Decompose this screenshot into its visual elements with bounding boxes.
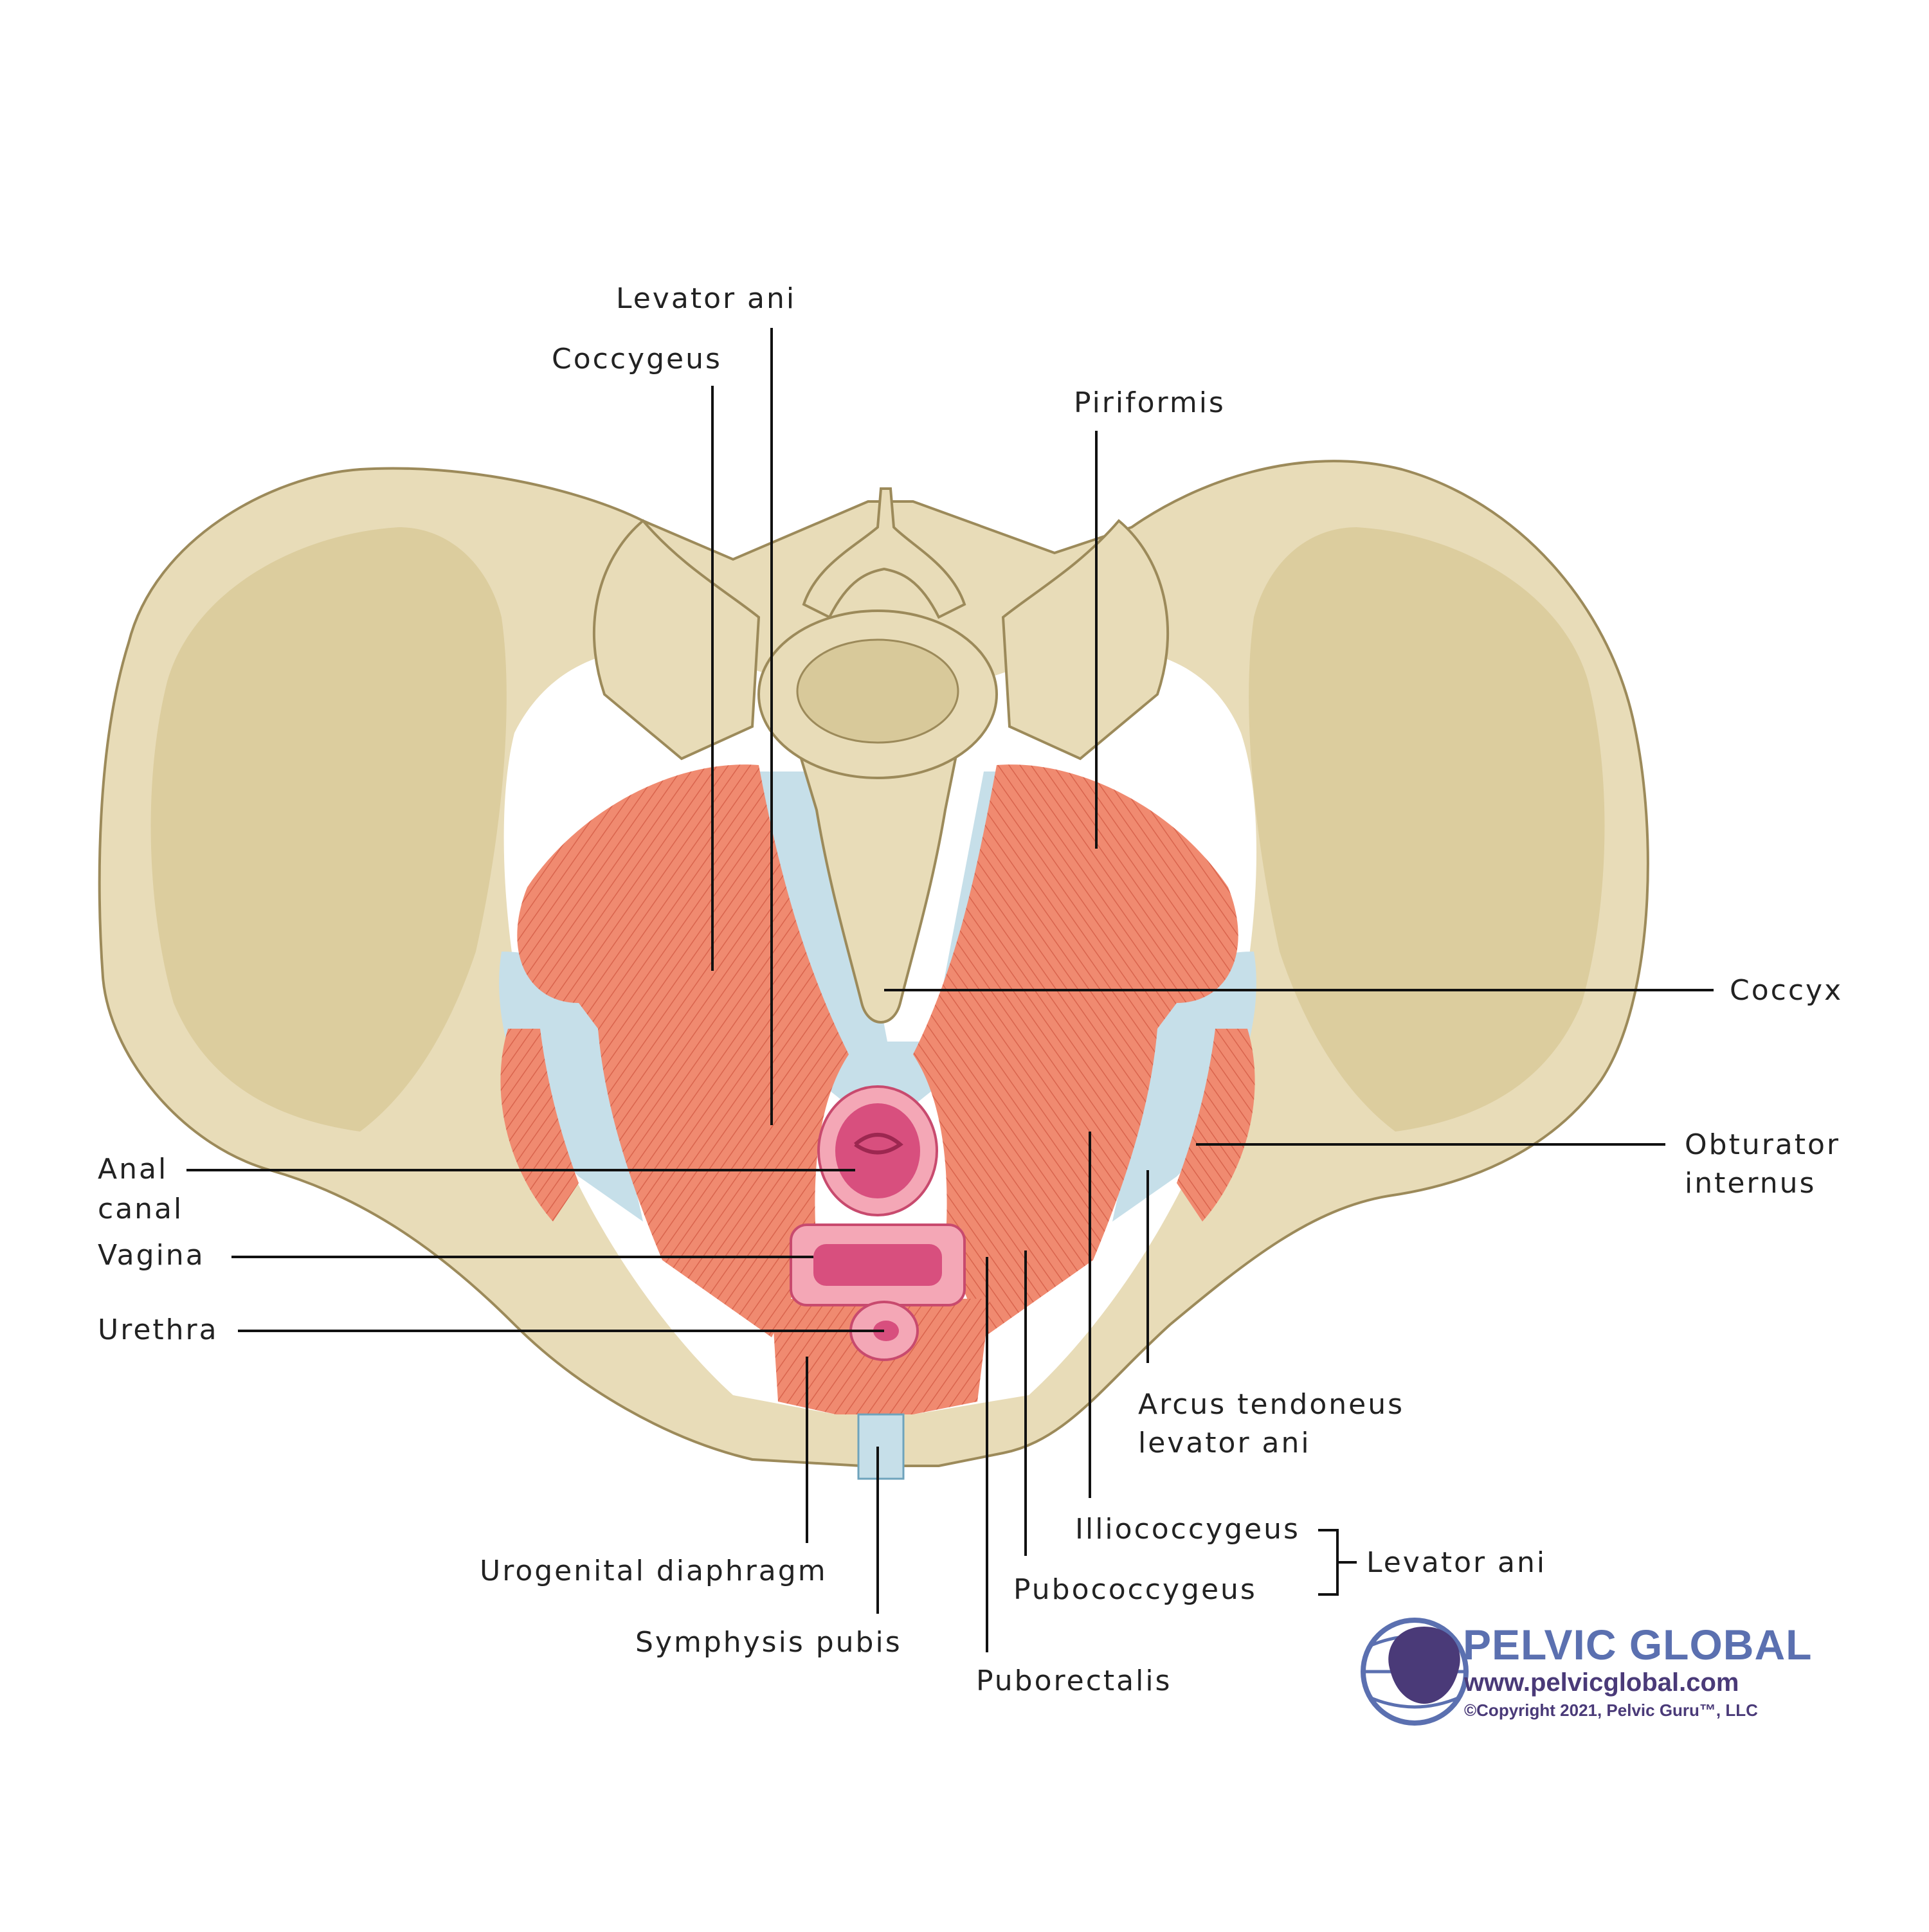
label-symphysis-pubis: Symphysis pubis — [635, 1626, 902, 1659]
label-levator-ani-group: Levator ani — [1366, 1546, 1547, 1579]
logo-url: www.pelvicglobal.com — [1464, 1668, 1739, 1697]
label-urogenital-diaphragm: Urogenital diaphragm — [480, 1555, 828, 1587]
label-arcus-2: levator ani — [1138, 1427, 1311, 1459]
arcus-ligament-right — [1112, 952, 1256, 1222]
label-coccygeus: Coccygeus — [552, 343, 722, 375]
left-sacral-ala — [592, 519, 761, 761]
anal-canal-opening — [817, 1085, 938, 1216]
vaginal-opening — [790, 1223, 966, 1306]
label-obturator-internus-1: Obturator — [1685, 1128, 1841, 1161]
right-sacral-ala — [1001, 519, 1170, 761]
label-arcus-1: Arcus tendoneus — [1138, 1388, 1405, 1421]
obturator-internus-left — [500, 1029, 579, 1222]
label-urethra: Urethra — [98, 1314, 219, 1346]
obturator-internus-right — [1177, 1029, 1255, 1222]
arcus-ligament-left — [499, 952, 643, 1222]
label-levator-ani-top: Levator ani — [616, 282, 797, 315]
right-levator-muscle — [913, 764, 1238, 1337]
label-anal-canal-2: canal — [98, 1193, 184, 1225]
pelvic-global-logo-mark — [1361, 1618, 1469, 1726]
label-coccyx: Coccyx — [1730, 974, 1843, 1007]
symphysis-pubis — [857, 1413, 905, 1480]
spinous-process — [802, 487, 966, 619]
left-iliac-fossa — [150, 527, 507, 1132]
right-iliac-fossa — [1249, 527, 1605, 1132]
label-illiococcygeus: Illiococcygeus — [1075, 1513, 1300, 1546]
left-levator-muscle — [517, 764, 849, 1337]
label-pubococcygeus: Pubococcygeus — [1013, 1573, 1257, 1606]
logo-title: PELVIC GLOBAL — [1463, 1621, 1813, 1668]
label-obturator-internus-2: internus — [1685, 1167, 1816, 1200]
label-anal-canal-1: Anal — [98, 1153, 168, 1186]
label-puborectalis: Puborectalis — [976, 1665, 1172, 1697]
label-piriformis: Piriformis — [1074, 386, 1226, 419]
leader-lines — [186, 328, 1714, 1652]
logo-copyright: ©Copyright 2021, Pelvic Guru™, LLC — [1464, 1701, 1758, 1720]
label-vagina: Vagina — [98, 1239, 205, 1272]
